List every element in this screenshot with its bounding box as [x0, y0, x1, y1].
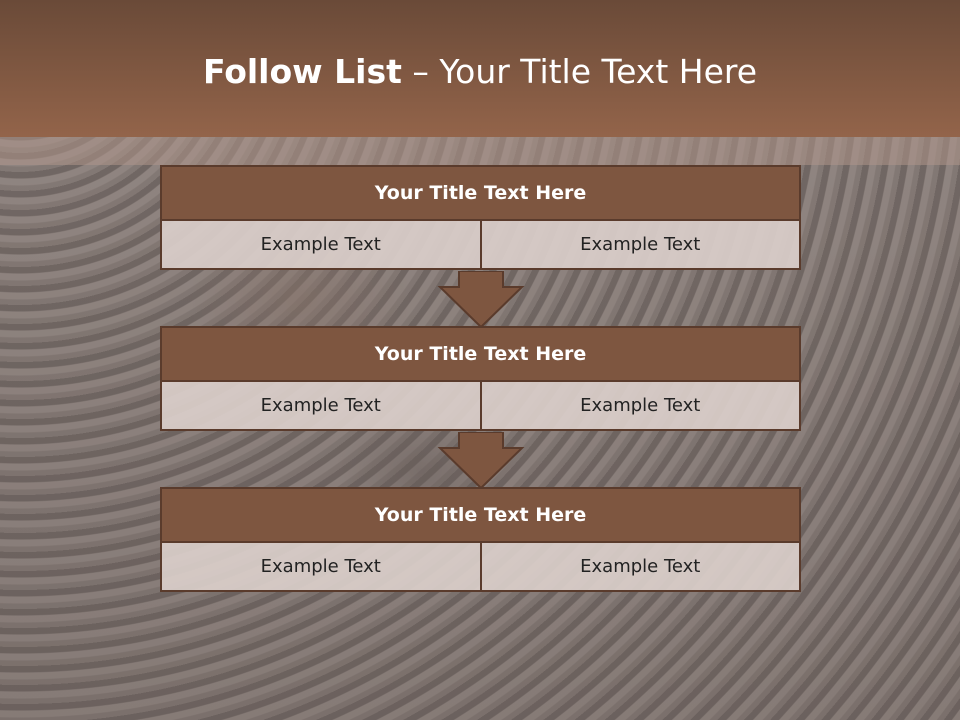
- block-title: Your Title Text Here: [160, 326, 801, 382]
- header-band: [0, 0, 960, 137]
- list-block-2: Your Title Text Here Example Text Exampl…: [160, 326, 801, 431]
- block-title: Your Title Text Here: [160, 487, 801, 543]
- example-text-cell: Example Text: [479, 221, 800, 268]
- list-block-3: Your Title Text Here Example Text Exampl…: [160, 487, 801, 592]
- block-title: Your Title Text Here: [160, 165, 801, 221]
- down-arrow-icon: [437, 432, 525, 488]
- example-text-cell: Example Text: [260, 395, 381, 416]
- example-text-cell: Example Text: [479, 382, 800, 429]
- header-strip: [0, 137, 960, 165]
- block-row: Example Text Example Text: [160, 221, 801, 270]
- slide-title-bold: Follow List: [202, 52, 402, 91]
- block-row: Example Text Example Text: [160, 382, 801, 431]
- list-block-1: Your Title Text Here Example Text Exampl…: [160, 165, 801, 270]
- example-text-cell: Example Text: [260, 556, 381, 577]
- example-text-cell: Example Text: [479, 543, 800, 590]
- slide-title-rest: – Your Title Text Here: [401, 52, 758, 91]
- block-row: Example Text Example Text: [160, 543, 801, 592]
- down-arrow-icon: [437, 271, 525, 327]
- example-text-cell: Example Text: [260, 234, 381, 255]
- slide-title: Follow List – Your Title Text Here: [0, 52, 960, 91]
